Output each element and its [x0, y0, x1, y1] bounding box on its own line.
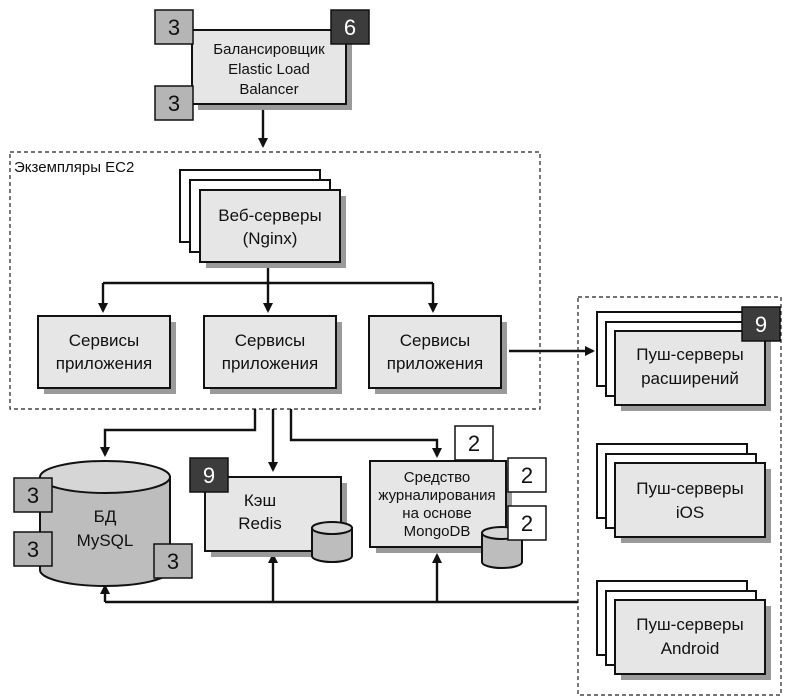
push-servers-group-frame [577, 296, 782, 696]
push-android-node: Пуш-серверы Android [596, 580, 771, 680]
mysql-badge-top: 3 [13, 477, 53, 513]
mongo-badge-bottom: 2 [507, 505, 547, 541]
mysql-line1: БД [94, 507, 117, 526]
ec2-group-label: Экземпляры EC2 [14, 159, 134, 176]
lb-badge-bottom-left: 3 [154, 85, 194, 121]
mongo-line1: Средство [404, 469, 470, 486]
mongo-line3: на основе [402, 505, 471, 522]
svg-text:3: 3 [168, 91, 180, 116]
load-balancer-line1: Балансировщик [213, 41, 325, 58]
svg-text:6: 6 [344, 15, 356, 40]
mongo-line2: журналирования [378, 487, 495, 504]
mysql-database-node: БД MySQL [39, 460, 171, 587]
mysql-line2: MySQL [77, 531, 134, 550]
svg-text:9: 9 [203, 463, 215, 488]
push-extensions-badge: 9 [741, 306, 781, 342]
load-balancer-line3: Balancer [239, 81, 298, 98]
lb-badge-top-left: 3 [154, 9, 194, 45]
svg-text:2: 2 [468, 431, 480, 456]
load-balancer-node: Балансировщик Elastic Load Balancer [191, 29, 352, 110]
svg-text:3: 3 [27, 537, 39, 562]
push-ios-line2: iOS [676, 503, 704, 522]
svg-text:3: 3 [168, 15, 180, 40]
svg-text:3: 3 [27, 483, 39, 508]
svg-text:2: 2 [521, 463, 533, 488]
svg-text:Сервисы: Сервисы [69, 331, 139, 350]
push-ios-line1: Пуш-серверы [636, 479, 743, 498]
mysql-badge-bottom-left: 3 [13, 531, 53, 567]
redis-line2: Redis [238, 514, 281, 533]
mongodb-logging-node: Средство журналирования на основе MongoD… [369, 460, 523, 569]
web-servers-line2: (Nginx) [243, 229, 298, 248]
app-service-2: Сервисы приложения [203, 315, 342, 394]
mysql-badge-bottom-right: 3 [153, 543, 193, 579]
svg-text:Сервисы: Сервисы [235, 331, 305, 350]
connectors [98, 107, 595, 604]
push-extensions-node: Пуш-серверы расширений [596, 311, 771, 411]
web-servers-line1: Веб-серверы [218, 206, 321, 225]
push-ios-node: Пуш-серверы iOS [596, 443, 771, 543]
push-extensions-line2: расширений [641, 369, 739, 388]
app-service-3: Сервисы приложения [368, 315, 507, 394]
push-android-line1: Пуш-серверы [636, 615, 743, 634]
lb-badge-top-right: 6 [330, 9, 370, 45]
svg-text:3: 3 [167, 549, 179, 574]
svg-text:приложения: приложения [387, 354, 483, 373]
mongo-line4: MongoDB [404, 523, 471, 540]
mongo-badge-top: 2 [454, 425, 494, 461]
app-service-1: Сервисы приложения [37, 315, 176, 394]
svg-text:приложения: приложения [222, 354, 318, 373]
ec2-to-mongo-arrow [289, 409, 442, 458]
svg-text:Сервисы: Сервисы [400, 331, 470, 350]
web-servers-node: Веб-серверы (Nginx) [179, 169, 346, 268]
svg-text:2: 2 [521, 511, 533, 536]
ec2-to-mysql-arrow [100, 409, 257, 457]
load-balancer-line2: Elastic Load [228, 61, 310, 78]
redis-line1: Кэш [244, 491, 276, 510]
redis-badge: 9 [189, 457, 229, 493]
svg-text:9: 9 [755, 312, 767, 337]
push-extensions-line1: Пуш-серверы [636, 345, 743, 364]
svg-text:приложения: приложения [56, 354, 152, 373]
mongo-badge-middle: 2 [507, 457, 547, 493]
push-android-line2: Android [661, 639, 720, 658]
ec2-group-frame [9, 151, 541, 410]
